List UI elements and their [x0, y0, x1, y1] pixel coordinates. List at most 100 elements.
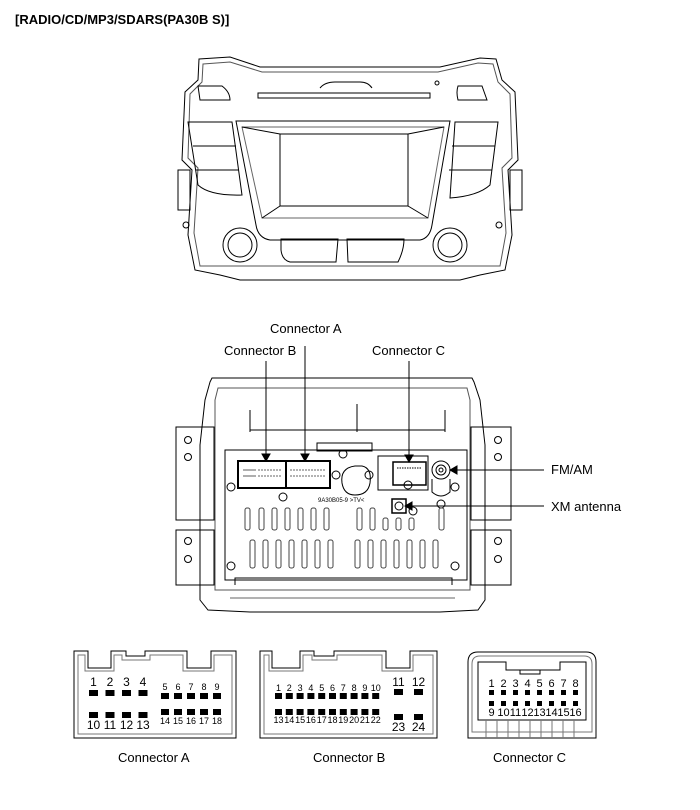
pin-number: 10 [371, 683, 381, 693]
connector-pin [394, 714, 403, 720]
pin-number: 8 [572, 678, 578, 690]
pin-number: 12 [120, 718, 134, 732]
pin-number: 17 [317, 715, 327, 725]
pin-number: 13 [136, 718, 150, 732]
connector-a-face [73, 650, 237, 739]
connector-pin [329, 709, 336, 715]
connector-pin [537, 690, 542, 695]
pin-number: 2 [500, 678, 506, 690]
pin-number: 13 [533, 707, 545, 719]
pin-number: 14 [545, 707, 557, 719]
callout-connector-c: Connector C [372, 343, 445, 358]
connector-pin [537, 701, 542, 706]
connector-pin [200, 693, 208, 699]
connector-pin [361, 709, 369, 715]
pin-number: 24 [412, 720, 426, 734]
connector-pin [339, 709, 347, 715]
callout-connector-a: Connector A [270, 321, 342, 336]
connector-pin [525, 690, 530, 695]
pin-number: 15 [173, 716, 183, 726]
pin-number: 1 [276, 683, 281, 693]
pin-number: 3 [123, 675, 130, 689]
pin-number: 6 [175, 682, 180, 692]
connector-pin [285, 693, 293, 699]
pin-number: 14 [160, 716, 170, 726]
connector-pin [561, 690, 566, 695]
pin-number: 16 [306, 715, 316, 725]
connector-pin [105, 690, 115, 696]
connector-pin [339, 693, 347, 699]
connector-c-face [467, 651, 597, 739]
pin-number: 3 [298, 683, 303, 693]
pin-number: 10 [87, 718, 101, 732]
connector-pin [501, 690, 506, 695]
pin-number: 2 [107, 675, 114, 689]
connector-pin [318, 709, 326, 715]
pin-number: 6 [330, 683, 335, 693]
connector-pin [138, 690, 148, 696]
connector-pin [318, 693, 326, 699]
connector-pin [122, 690, 131, 696]
connector-pin [489, 701, 494, 706]
pin-number: 8 [201, 682, 206, 692]
connector-b-face [259, 650, 438, 739]
connector-pin [275, 693, 282, 699]
connector-pin [513, 690, 518, 695]
pin-number: 15 [295, 715, 305, 725]
connector-pin [275, 709, 282, 715]
connector-pin [329, 693, 336, 699]
pin-number: 4 [308, 683, 313, 693]
pin-number: 11 [104, 718, 117, 732]
connector-pin [187, 693, 195, 699]
pin-number: 16 [186, 716, 196, 726]
pin-number: 17 [199, 716, 209, 726]
connector-pin [350, 693, 358, 699]
pin-number: 8 [352, 683, 357, 693]
pin-number: 9 [362, 683, 367, 693]
connector-pin [573, 690, 578, 695]
connector-pin [414, 714, 423, 720]
connector-pin [372, 709, 380, 715]
connector-pin [213, 693, 221, 699]
connector-pin [285, 709, 293, 715]
pin-number: 11 [510, 707, 521, 719]
connector-pin [525, 701, 530, 706]
connector-pin [213, 709, 221, 715]
connector-a-caption: Connector A [118, 750, 190, 765]
connector-pin [89, 690, 98, 696]
connector-pin [174, 709, 182, 715]
radio-rear-panel [175, 377, 512, 613]
pin-number: 1 [488, 678, 494, 690]
connector-pin [105, 712, 115, 718]
pin-number: 19 [338, 715, 348, 725]
connector-pin [307, 709, 315, 715]
connector-pin [513, 701, 518, 706]
pin-number: 5 [319, 683, 324, 693]
connector-pin [549, 701, 554, 706]
pin-number: 1 [90, 675, 97, 689]
connector-pin [561, 701, 566, 706]
pin-number: 15 [557, 707, 569, 719]
connector-pin [187, 709, 195, 715]
pin-number: 10 [497, 707, 509, 719]
connector-pin [350, 709, 358, 715]
pin-number: 12 [521, 707, 533, 719]
pin-number: 20 [349, 715, 359, 725]
pin-number: 14 [284, 715, 294, 725]
callout-xm-antenna: XM antenna [551, 499, 622, 514]
rear-marking: 9A30B05-9 >TV< [318, 498, 365, 504]
connector-pin [414, 689, 423, 695]
connector-c-caption: Connector C [493, 750, 566, 765]
pin-number: 22 [371, 715, 381, 725]
connector-pin [161, 709, 169, 715]
connector-pin [501, 701, 506, 706]
connector-pin [89, 712, 98, 718]
pin-number: 13 [273, 715, 283, 725]
pin-number: 5 [536, 678, 542, 690]
pin-number: 18 [327, 715, 337, 725]
pin-number: 7 [188, 682, 193, 692]
pin-number: 23 [392, 720, 406, 734]
connector-b-caption: Connector B [313, 750, 386, 765]
connector-pin [174, 693, 182, 699]
